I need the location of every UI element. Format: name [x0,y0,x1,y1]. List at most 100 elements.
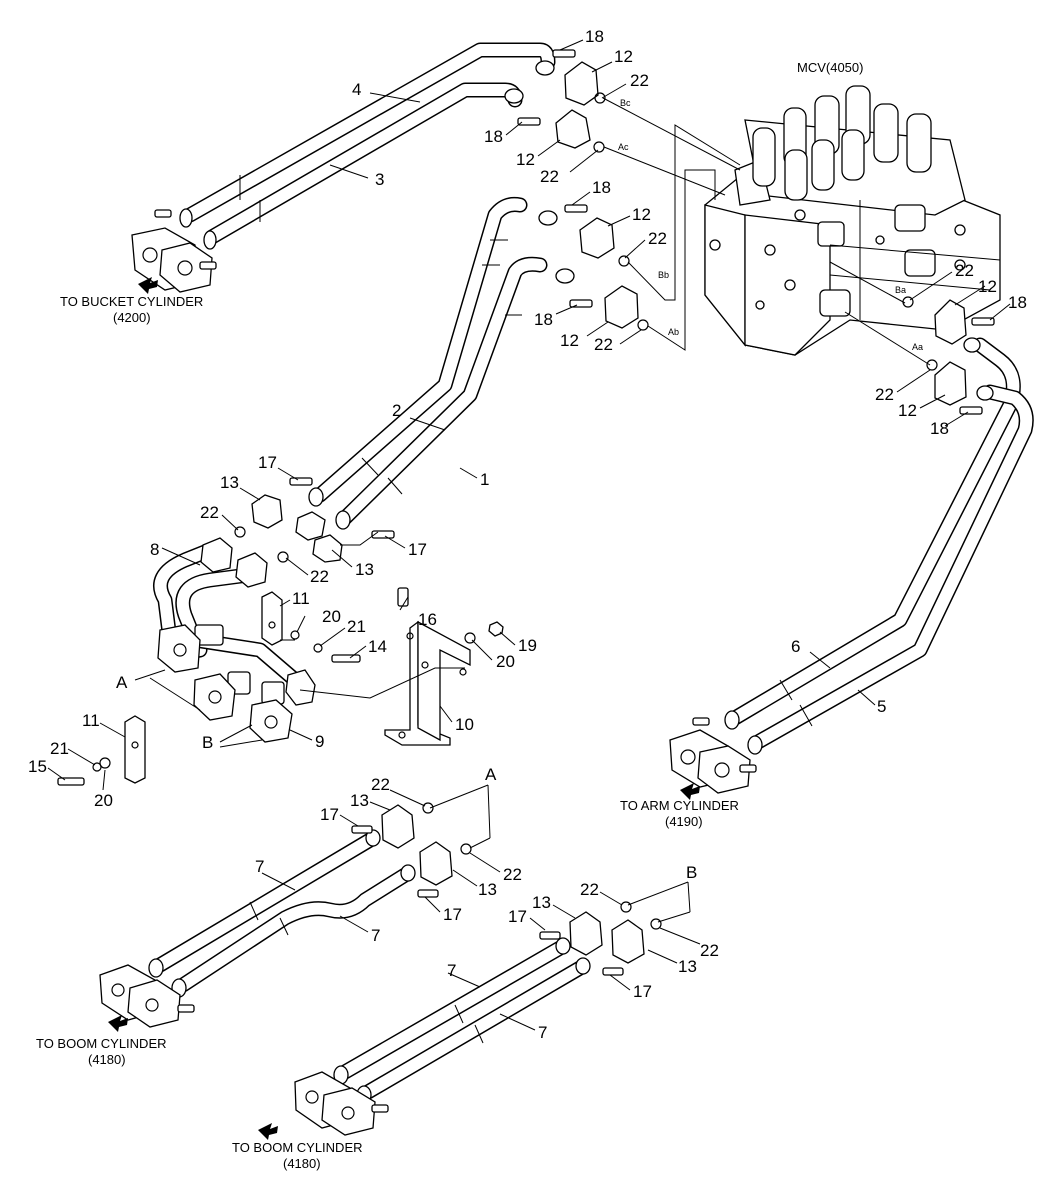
callout-number: 18 [585,27,604,46]
callout-number: 22 [955,261,974,280]
hose-2 [312,197,528,503]
callout-number: 4 [352,80,361,99]
callout-number: 17 [633,982,652,1001]
hose-1 [337,256,548,526]
boom2-caption-line1: TO BOOM CYLINDER [232,1140,363,1155]
port-label-ba: Ba [895,285,906,295]
port-connection-lines [280,97,931,699]
callout-number: 13 [478,880,497,899]
callout-number: 13 [678,957,697,976]
callout-number: 9 [315,732,324,751]
boom1-caption-line1: TO BOOM CYLINDER [36,1036,167,1051]
callout-number: 12 [614,47,633,66]
flanges-12-mcv-left [517,49,649,331]
pipe-flanges-8 [157,537,316,743]
boom1-cylinder-flanges [99,964,195,1028]
hose-end-fittings-boom1 [148,829,416,998]
callout-number: 18 [484,127,503,146]
callout-number: 18 [534,310,553,329]
boom1-caption-line2: (4180) [88,1052,126,1067]
callout-number: 12 [898,401,917,420]
callout-number: 18 [592,178,611,197]
clamp-11-lower [124,715,146,784]
callout-number: 16 [418,610,437,629]
view-b-label-1: B [202,733,213,752]
hose-4 [182,42,556,223]
callout-number: 1 [480,470,489,489]
callout-number: 13 [355,560,374,579]
leader-lines [47,39,1011,1031]
callout-number: 8 [150,540,159,559]
callout-number: 13 [350,791,369,810]
clamp-11-upper [261,591,283,646]
callout-number: 12 [516,150,535,169]
hose-7-boom-group2-b [360,960,588,1100]
view-b-label-2: B [686,863,697,882]
callout-number: 17 [320,805,339,824]
callout-number: 18 [930,419,949,438]
boom2-direction-arrow [258,1123,278,1140]
arm-direction-arrow [680,783,700,800]
callout-number: 7 [371,926,380,945]
callout-number: 20 [322,607,341,626]
hose-5 [750,384,1034,750]
port-label-aa: Aa [912,342,923,352]
callout-number: 10 [455,715,474,734]
callout-number: 21 [50,739,69,758]
callout-number: 11 [292,589,310,608]
callout-number: 22 [580,880,599,899]
hose-end-fittings-1-2 [308,210,575,530]
callout-number: 14 [368,637,387,656]
port-label-ab: Ab [668,327,679,337]
callout-number: 22 [310,567,329,586]
callout-number: 17 [443,905,462,924]
callout-number: 22 [540,167,559,186]
hose-end-fittings-bucket [179,60,555,250]
bucket-cylinder-flanges [131,209,217,293]
callout-number: 22 [371,775,390,794]
callout-number: 20 [496,652,515,671]
callout-number: 7 [255,857,264,876]
arm-cylinder-flanges [669,717,757,794]
callout-number: 13 [532,893,551,912]
flanges-13-boom1 [351,802,472,898]
port-label-ac: Ac [618,142,629,152]
callout-number: 3 [375,170,384,189]
hose-end-fittings-arm [724,337,994,755]
callout-number: 22 [503,865,522,884]
callout-number: 11 [82,711,100,730]
callout-number: 22 [200,503,219,522]
boom1-direction-arrow [108,1015,128,1032]
callout-number: 12 [560,331,579,350]
mcv-valve-block [704,85,1001,356]
hose-7-boom-group1-a [152,832,378,973]
view-a-label-1: A [116,673,128,692]
callout-number: 2 [392,401,401,420]
callout-number: 6 [791,637,800,656]
callout-numbers: 18 12 22 4 18 12 22 3 18 12 22 18 12 22 … [28,27,1027,1042]
callout-number: 12 [978,277,997,296]
callout-number: 13 [220,473,239,492]
callout-number: 22 [630,71,649,90]
flange-13-group-1-2 [234,477,395,563]
hose-7-boom-group2-a [337,940,568,1080]
port-label-bb: Bb [658,270,669,280]
mcv-caption: MCV(4050) [797,60,863,75]
callout-number: 7 [447,961,456,980]
callout-number: 5 [877,697,886,716]
callout-number: 15 [28,757,47,776]
callout-number: 22 [875,385,894,404]
boom2-cylinder-flanges [294,1071,389,1136]
port-label-bc: Bc [620,98,631,108]
view-a-label-2: A [485,765,497,784]
arm-caption-line1: TO ARM CYLINDER [620,798,739,813]
callout-number: 22 [700,941,719,960]
hose-7-boom-group1-b [175,867,413,993]
bracket-10 [384,620,471,746]
flanges-13-boom2 [539,901,662,976]
callout-number: 22 [648,229,667,248]
callout-number: 19 [518,636,537,655]
bucket-caption-line1: TO BUCKET CYLINDER [60,294,203,309]
callout-number: 17 [508,907,527,926]
